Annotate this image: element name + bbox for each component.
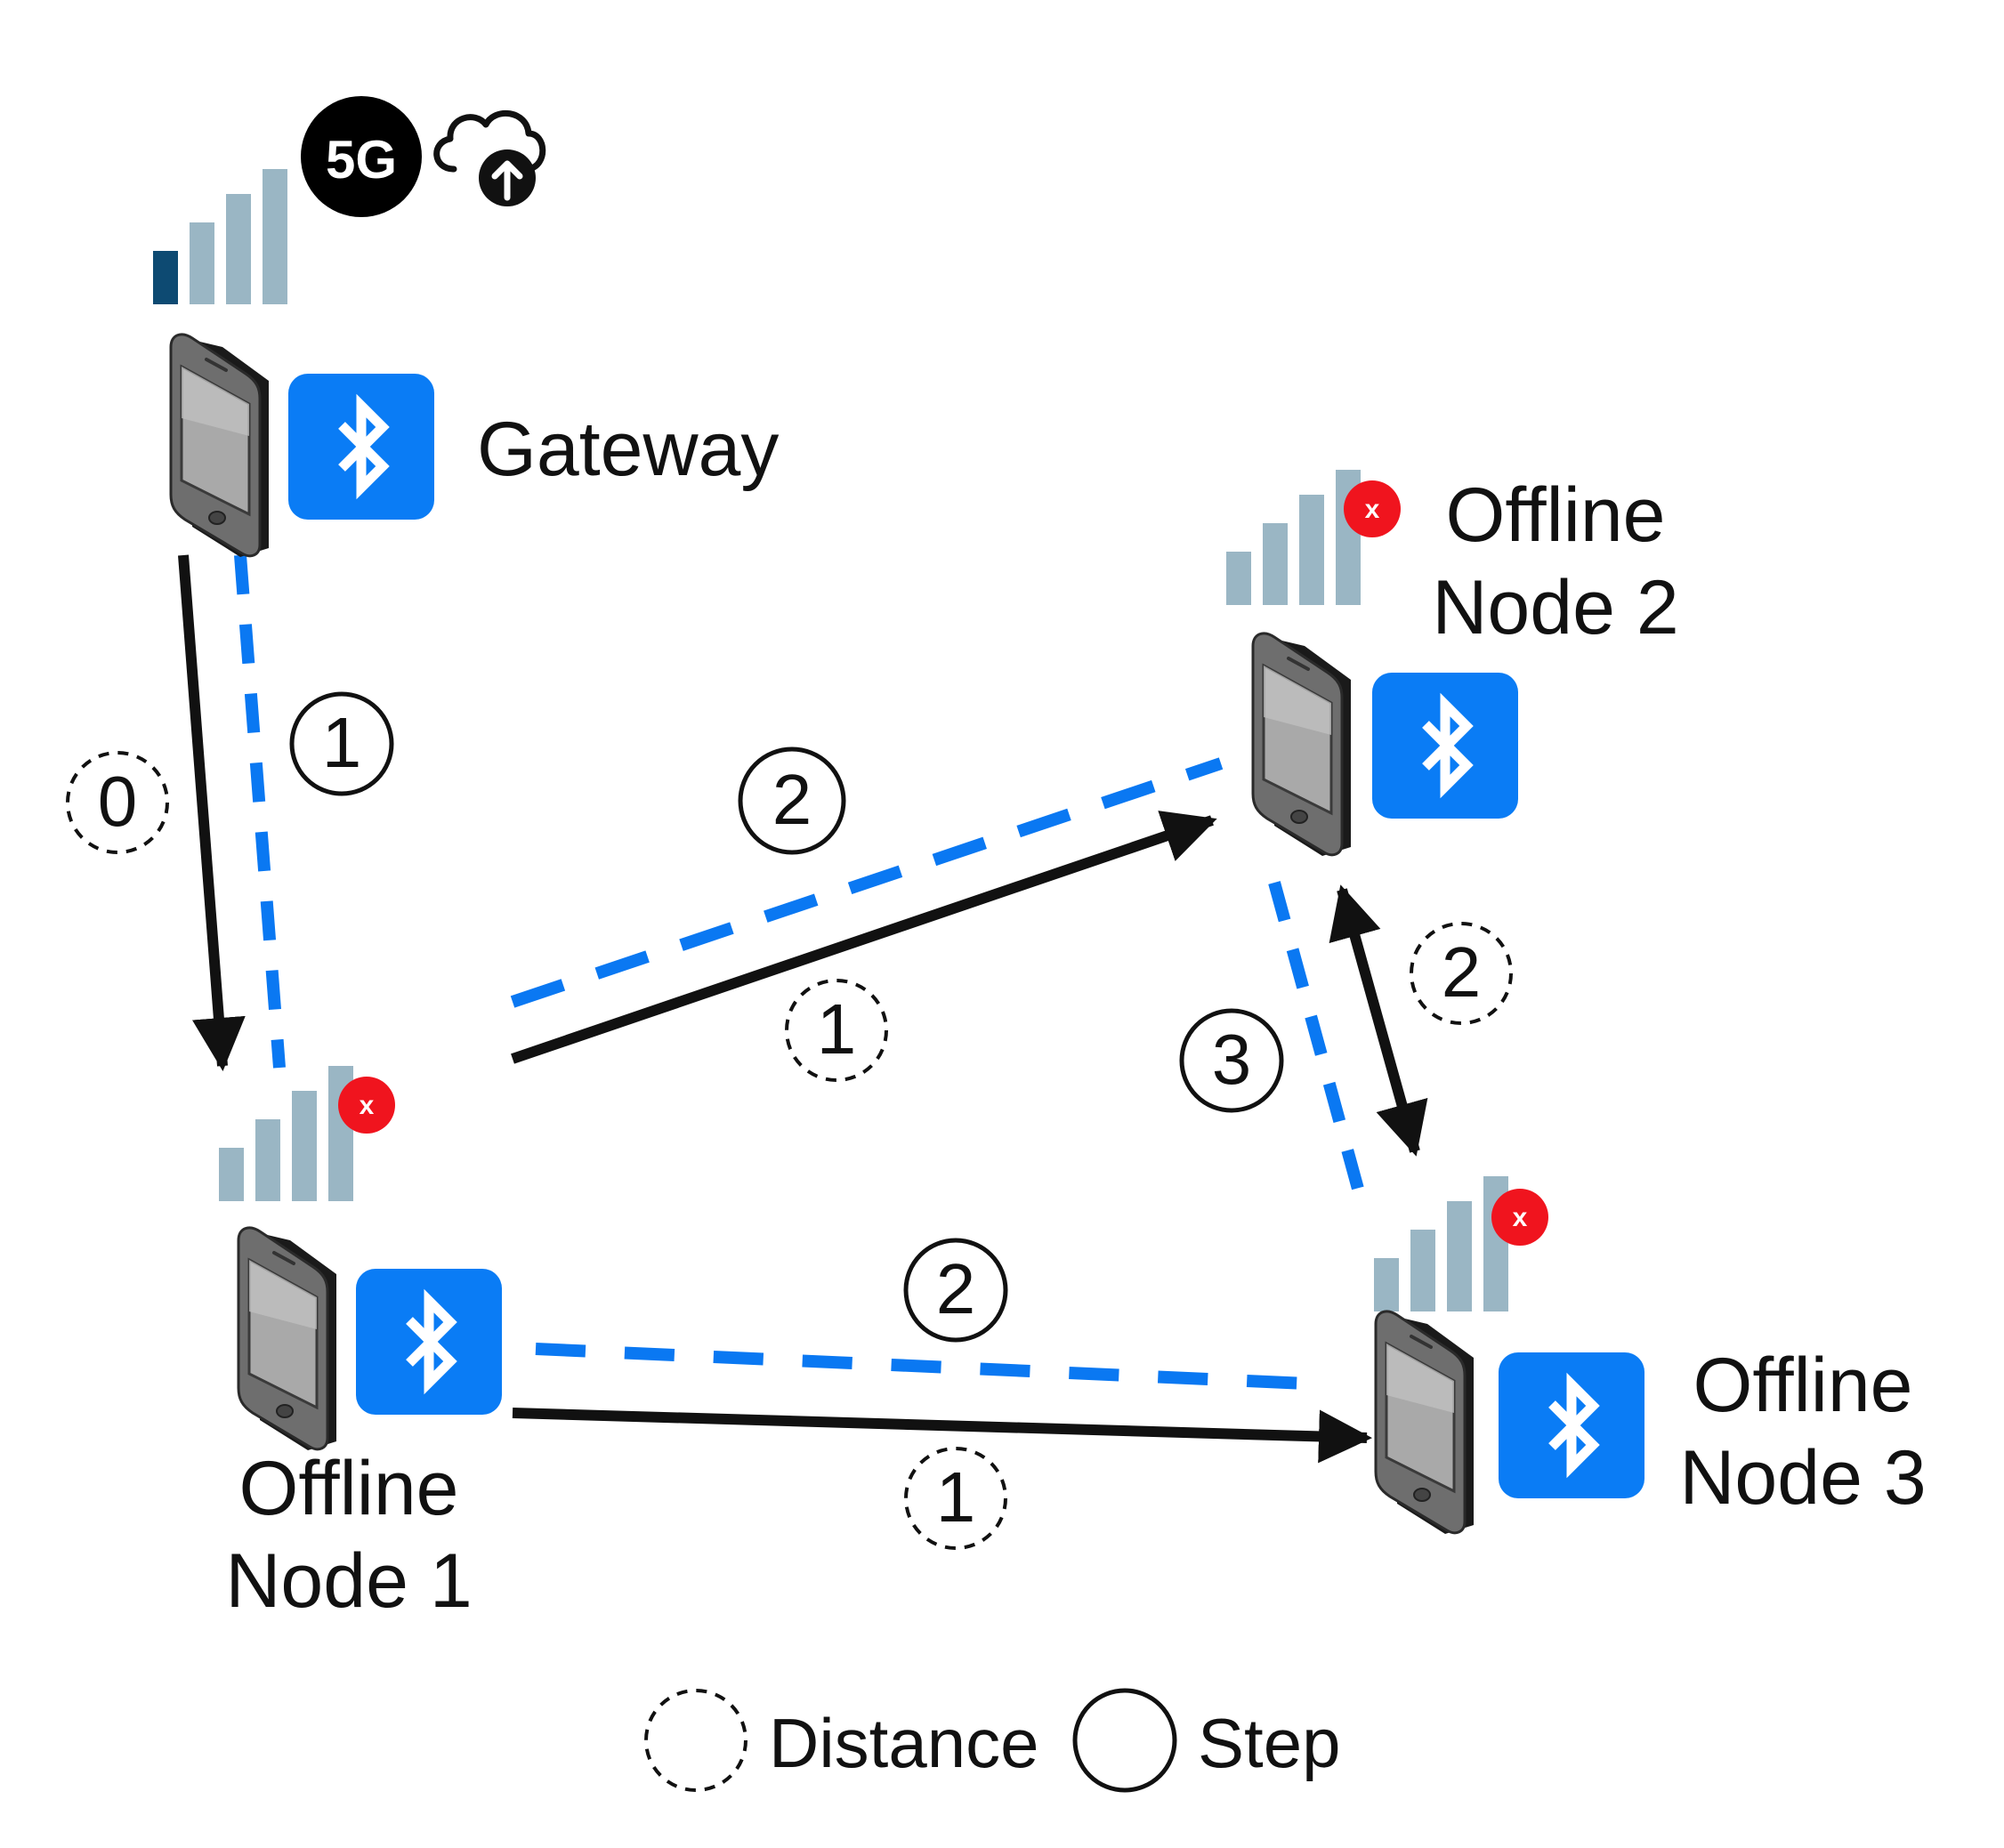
distance-label-node2-node3: 2 bbox=[1410, 922, 1513, 1025]
node1-label-line1: Offline bbox=[239, 1446, 459, 1531]
bluetooth-icon bbox=[356, 1269, 502, 1415]
bluetooth-icon bbox=[1372, 673, 1518, 819]
link-node1-node2-distance-arrow bbox=[511, 811, 1217, 1064]
step-label-gateway-node1: 1 bbox=[289, 691, 394, 796]
node3-label-line2: Node 3 bbox=[1679, 1435, 1926, 1521]
bluetooth-icon bbox=[288, 374, 434, 520]
svg-text:0: 0 bbox=[98, 762, 138, 841]
offline-badge: x bbox=[1344, 480, 1401, 537]
gateway-label: Gateway bbox=[477, 407, 779, 492]
step-label-node1-node3: 2 bbox=[903, 1238, 1008, 1343]
svg-text:5G: 5G bbox=[326, 130, 397, 190]
distance-label-gateway-node1: 0 bbox=[66, 751, 169, 854]
link-node2-node3-distance-arrow bbox=[1329, 884, 1428, 1157]
legend-distance-label: Distance bbox=[769, 1704, 1038, 1782]
link-node1-node2-step bbox=[510, 757, 1224, 1008]
smartphone-icon bbox=[1251, 631, 1353, 858]
node2-label-line1: Offline bbox=[1446, 472, 1666, 558]
bluetooth-icon bbox=[1499, 1352, 1644, 1498]
offline-node-1: x Offline Node 1 bbox=[219, 1066, 502, 1624]
step-label-node1-node2: 2 bbox=[738, 746, 846, 855]
svg-text:1: 1 bbox=[936, 1457, 976, 1537]
smartphone-icon bbox=[1374, 1309, 1475, 1536]
signal-bars-icon bbox=[219, 1066, 353, 1201]
svg-text:x: x bbox=[1365, 495, 1380, 524]
smartphone-icon bbox=[169, 332, 271, 559]
signal-bars-icon bbox=[1374, 1176, 1508, 1311]
legend-distance-symbol bbox=[644, 1689, 747, 1792]
svg-text:1: 1 bbox=[817, 989, 857, 1069]
offline-node-3: x Offline Node 3 bbox=[1374, 1176, 1927, 1536]
legend: Distance Step bbox=[644, 1688, 1340, 1793]
svg-text:2: 2 bbox=[1442, 932, 1482, 1012]
svg-text:x: x bbox=[360, 1091, 375, 1120]
svg-text:x: x bbox=[1513, 1203, 1528, 1232]
svg-text:1: 1 bbox=[322, 703, 362, 782]
5g-badge: 5G bbox=[301, 96, 422, 217]
cloud-upload-icon bbox=[433, 109, 546, 206]
node2-label-line2: Node 2 bbox=[1432, 565, 1678, 650]
svg-text:2: 2 bbox=[772, 760, 812, 839]
link-gateway-node1-distance-arrow bbox=[178, 554, 246, 1071]
link-node2-node3-step bbox=[1268, 881, 1364, 1190]
step-label-node2-node3: 3 bbox=[1179, 1008, 1284, 1113]
smartphone-icon bbox=[237, 1225, 338, 1452]
link-gateway-node1-step bbox=[234, 554, 286, 1069]
link-node1-node3-step bbox=[535, 1343, 1327, 1391]
legend-step-label: Step bbox=[1198, 1704, 1340, 1782]
signal-bars-icon bbox=[153, 169, 287, 304]
svg-text:3: 3 bbox=[1212, 1020, 1252, 1099]
gateway-node: 5G Gateway bbox=[153, 96, 779, 559]
node1-label-line2: Node 1 bbox=[225, 1538, 472, 1624]
link-node1-node3-distance-arrow bbox=[512, 1408, 1372, 1464]
distance-label-node1-node3: 1 bbox=[904, 1447, 1007, 1550]
offline-node-2: x Offline Node 2 bbox=[1226, 470, 1679, 858]
distance-label-node1-node2: 1 bbox=[785, 979, 888, 1082]
offline-badge: x bbox=[1491, 1189, 1548, 1246]
svg-text:2: 2 bbox=[936, 1249, 976, 1328]
signal-bars-icon bbox=[1226, 470, 1361, 605]
node3-label-line1: Offline bbox=[1693, 1343, 1913, 1428]
offline-badge: x bbox=[338, 1077, 395, 1134]
legend-step-symbol bbox=[1072, 1688, 1177, 1793]
